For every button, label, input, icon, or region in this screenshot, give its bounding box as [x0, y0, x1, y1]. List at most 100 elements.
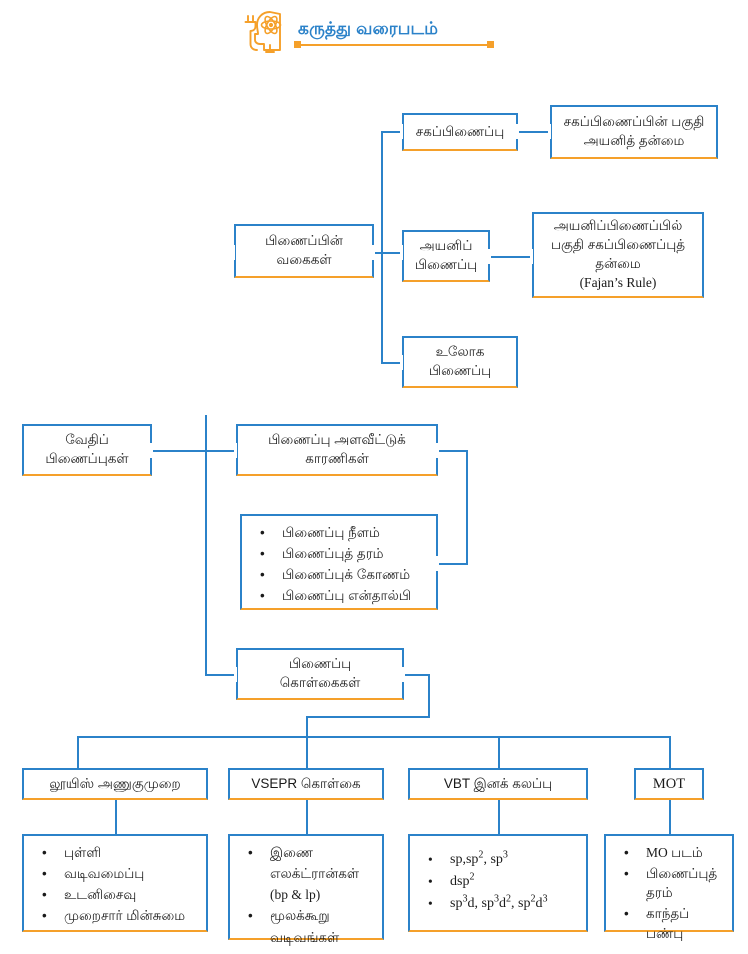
- list-item: •இணை: [240, 843, 376, 862]
- list-item: •புள்ளி: [34, 843, 200, 862]
- connector-drop-lewis: [77, 736, 79, 768]
- list-item: •பிணைப்பு என்தால்பி: [252, 586, 430, 605]
- notch: [234, 667, 237, 682]
- node-covalent-partial-ionic[interactable]: சகப்பிணைப்பின் பகுதி அயனித் தன்மை: [550, 105, 718, 159]
- bullet-icon: •: [428, 873, 433, 889]
- theory-content-lewis[interactable]: •புள்ளி •வடிவமைப்பு •உடனிசைவு •முறைசார் …: [22, 834, 208, 932]
- node-chemical-bonds[interactable]: வேதிப் பிணைப்புகள்: [22, 424, 152, 476]
- connector-bondtypes-trunk: [381, 131, 383, 363]
- notch: [436, 443, 439, 458]
- vbt-item-2: sp3d, sp3d2, sp2d3: [450, 893, 548, 911]
- notch: [400, 124, 403, 139]
- connector-ionic-detail: [490, 256, 534, 258]
- theory-title-vbt-label: VBT இனக் கலப்பு: [443, 775, 553, 791]
- theory-title-vsepr-label: VSEPR கொள்கை: [251, 775, 361, 791]
- head-with-atom-and-plug-icon: [244, 11, 282, 53]
- notch: [372, 245, 375, 260]
- connector-drop-vsepr: [306, 736, 308, 768]
- node-metallic-bond[interactable]: உலோக பிணைப்பு: [402, 336, 518, 388]
- bullet-icon: •: [428, 895, 433, 911]
- connector-bus-drop: [306, 716, 308, 738]
- list-item-continuation: வடிவங்கள்: [270, 929, 340, 945]
- connector-to-metallic: [381, 362, 403, 364]
- notch: [402, 667, 405, 682]
- node-ionic-bond[interactable]: அயனிப் பிணைப்பு: [402, 230, 490, 282]
- connector-vsepr-to-list: [306, 800, 308, 834]
- page-title: கருத்து வரைபடம்: [298, 19, 439, 38]
- bullet-icon: •: [260, 567, 265, 583]
- list-item: •பிணைப்புத் தரம்: [252, 544, 430, 563]
- list-item: •உடனிசைவு: [34, 885, 200, 904]
- node-ionic-bond-label: அயனிப் பிணைப்பு: [414, 238, 478, 272]
- vbt-items: •sp,sp2, sp3 •dsp2 •sp3d, sp3d2, sp2d3: [420, 850, 580, 914]
- connector-theories-left: [306, 716, 430, 718]
- theory-title-vbt[interactable]: VBT இனக் கலப்பு: [408, 768, 588, 800]
- node-ionic-partial-covalent-note: (Fajan’s Rule): [579, 275, 657, 291]
- connector-root-to-parameters: [150, 450, 236, 452]
- connector-theories-down: [428, 674, 430, 718]
- node-ionic-partial-covalent[interactable]: அயனிப்பிணைப்பில் பகுதி சகப்பிணைப்புத் தன…: [532, 212, 704, 298]
- list-item: •காந்தப் பண்பு: [624, 906, 690, 941]
- bullet-icon: •: [260, 525, 265, 540]
- connector-parameters-right: [438, 450, 468, 452]
- node-ionic-partial-covalent-label: அயனிப்பிணைப்பில் பகுதி சகப்பிணைப்புத் தன…: [550, 218, 686, 271]
- theory-title-mot-label: MOT: [652, 776, 686, 792]
- theory-title-lewis-label: லூயிஸ் அணுகுமுறை: [49, 775, 181, 791]
- node-bond-types-label: பிணைப்பின் வகைகள்: [265, 233, 343, 267]
- theory-content-vsepr[interactable]: •இணை எலக்ட்ரான்கள் (bp & lp) •மூலக்கூறு …: [228, 834, 384, 945]
- connector-vbt-to-list: [498, 800, 500, 834]
- list-item-continuation: எலக்ட்ரான்கள்: [270, 866, 360, 882]
- bond-parameters-items: •பிணைப்பு நீளம் •பிணைப்புத் தரம் •பிணைப்…: [252, 523, 430, 606]
- list-item: • sp3d, sp3d2, sp2d3: [420, 894, 580, 914]
- bullet-icon: •: [42, 887, 47, 903]
- connector-main-trunk: [205, 415, 207, 675]
- vsepr-items: •இணை எலக்ட்ரான்கள் (bp & lp) •மூலக்கூறு …: [240, 843, 376, 947]
- mot-items: •MO படம் •பிணைப்புத் தரம் •காந்தப் பண்பு: [616, 843, 726, 943]
- connector-to-parameter-list: [438, 563, 468, 565]
- notch: [488, 249, 491, 264]
- title-underline: [298, 44, 494, 46]
- diagram-header: கருத்து வரைபடம்: [240, 6, 500, 58]
- node-bond-types[interactable]: பிணைப்பின் வகைகள்: [234, 224, 374, 278]
- lewis-items: •புள்ளி •வடிவமைப்பு •உடனிசைவு •முறைசார் …: [34, 843, 200, 926]
- theory-content-vbt[interactable]: •sp,sp2, sp3 •dsp2 •sp3d, sp3d2, sp2d3: [408, 834, 588, 932]
- bullet-icon: •: [42, 845, 47, 860]
- list-item: •மூலக்கூறு: [240, 906, 376, 925]
- theory-title-vsepr[interactable]: VSEPR கொள்கை: [228, 768, 384, 800]
- notch: [548, 124, 551, 139]
- notch: [436, 556, 439, 571]
- theory-content-mot[interactable]: •MO படம் •பிணைப்புத் தரம் •காந்தப் பண்பு: [604, 834, 734, 941]
- node-metallic-bond-label: உலோக பிணைப்பு: [428, 344, 492, 378]
- vbt-item-1: dsp2: [450, 871, 475, 889]
- notch: [530, 249, 533, 264]
- list-item: •பிணைப்புத் தரம்: [624, 866, 718, 901]
- node-chemical-bonds-label: வேதிப் பிணைப்புகள்: [45, 432, 129, 466]
- node-covalent-bond[interactable]: சகப்பிணைப்பு: [402, 113, 518, 151]
- bullet-icon: •: [260, 546, 265, 562]
- node-bond-parameters[interactable]: பிணைப்பு அளவீட்டுக் காரணிகள்: [236, 424, 438, 476]
- node-bond-theories[interactable]: பிணைப்பு கொள்கைகள்: [236, 648, 404, 700]
- notch: [234, 443, 237, 458]
- connector-drop-mot: [669, 736, 671, 768]
- bullet-icon: •: [248, 845, 253, 860]
- theory-title-lewis[interactable]: லூயிஸ் அணுகுமுறை: [22, 768, 208, 800]
- node-bond-parameters-list[interactable]: •பிணைப்பு நீளம் •பிணைப்புத் தரம் •பிணைப்…: [240, 514, 438, 610]
- theory-title-mot[interactable]: MOT: [634, 768, 704, 800]
- notch: [150, 443, 153, 458]
- connector-lewis-to-list: [115, 800, 117, 834]
- bullet-icon: •: [42, 908, 47, 924]
- title-marker-right: [487, 41, 494, 48]
- bullet-icon: •: [248, 908, 253, 924]
- bullet-icon: •: [428, 852, 433, 867]
- bullet-icon: •: [260, 588, 265, 604]
- list-item: • dsp2: [420, 872, 580, 892]
- list-item: •முறைசார் மின்சுமை: [34, 906, 200, 925]
- connector-to-covalent: [381, 131, 403, 133]
- connector-covalent-detail: [518, 131, 552, 133]
- connector-to-ionic: [381, 252, 403, 254]
- notch: [400, 355, 403, 370]
- node-covalent-partial-ionic-label: சகப்பிணைப்பின் பகுதி அயனித் தன்மை: [563, 114, 705, 148]
- node-covalent-bond-label: சகப்பிணைப்பு: [415, 123, 505, 139]
- bullet-icon: •: [42, 866, 47, 882]
